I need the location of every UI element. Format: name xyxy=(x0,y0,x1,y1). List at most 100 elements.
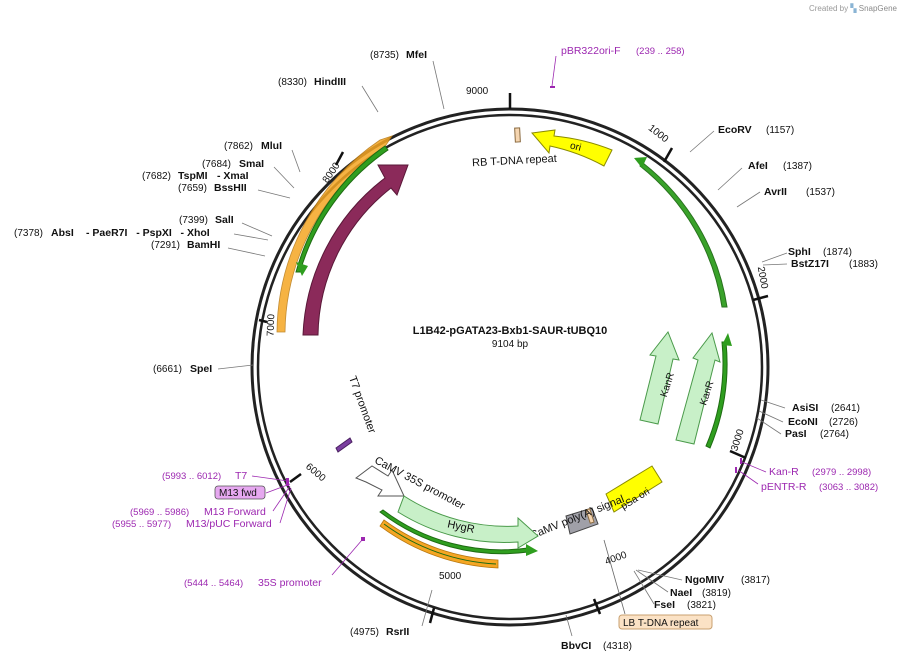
tick-8000 xyxy=(334,151,345,166)
site-absi-name[interactable]: AbsI xyxy=(51,227,74,239)
leader-absi xyxy=(233,233,269,241)
leader-asisi xyxy=(760,399,786,409)
primer-mark-35s xyxy=(361,537,365,541)
primer-m13puc-range: (5955 .. 5977) xyxy=(112,519,171,530)
site-rsrii-pos: (4975) xyxy=(350,627,379,638)
tick-6000 xyxy=(289,472,302,484)
site-pasi-name[interactable]: PasI xyxy=(785,428,807,440)
site-bamhi-name[interactable]: BamHI xyxy=(187,239,220,251)
primer-kanr-name[interactable]: Kan-R xyxy=(769,466,799,478)
tick-7000 xyxy=(258,318,268,324)
green-feature-arc-left[interactable] xyxy=(295,145,389,273)
site-bbvci-pos: (4318) xyxy=(603,641,632,652)
tick-4000 xyxy=(592,598,602,615)
primer-mark-m13 xyxy=(286,478,289,486)
tick-2000 xyxy=(752,294,769,302)
ori-arrow[interactable] xyxy=(531,129,613,167)
site-bsshii-pos: (7659) xyxy=(178,183,207,194)
site-hindiii-pos: (8330) xyxy=(278,77,307,88)
green-feature-arc-right[interactable] xyxy=(639,162,728,308)
plasmid-name: L1B42-pGATA23-Bxb1-SAUR-tUBQ10 xyxy=(413,325,608,337)
kanr-arrow-1[interactable] xyxy=(639,331,680,425)
site-hindiii-name[interactable]: HindIII xyxy=(314,76,346,88)
leader-pentr xyxy=(737,469,759,485)
site-ngomiv-name[interactable]: NgoMIV xyxy=(685,574,724,586)
hygr-arrow[interactable] xyxy=(397,495,539,549)
site-sali-pos: (7399) xyxy=(179,215,208,226)
orange-feature-arc-left[interactable] xyxy=(276,135,393,333)
created-by-text: Created by xyxy=(808,4,849,13)
site-asisi-name[interactable]: AsiSI xyxy=(792,402,818,414)
site-sphi-name[interactable]: SphI xyxy=(788,246,811,258)
bxb1-integrase-arrow[interactable] xyxy=(302,164,409,336)
ring-ticks xyxy=(258,93,769,624)
site-rsrii-name[interactable]: RsrII xyxy=(386,626,409,638)
polya-label: CaMV poly(A) signal xyxy=(529,493,626,542)
m13-fwd-box-label: M13 fwd xyxy=(219,488,257,499)
primer-mark-pentr xyxy=(735,467,737,473)
leader-ecorv xyxy=(689,130,715,153)
site-smai-name[interactable]: SmaI xyxy=(239,158,264,170)
psa-ori-feature[interactable] xyxy=(605,465,663,513)
plasmid-length: 9104 bp xyxy=(492,339,529,350)
leader-bstz17i xyxy=(762,263,788,266)
tick-3000 xyxy=(729,449,747,460)
site-spei-name[interactable]: SpeI xyxy=(190,363,212,375)
site-avrii-pos: (1537) xyxy=(806,187,835,198)
primer-m13puc-name[interactable]: M13/pUC Forward xyxy=(186,518,272,530)
primer-t7-name[interactable]: T7 xyxy=(235,470,247,482)
primer-pentr-range: (3063 .. 3082) xyxy=(819,482,878,493)
ori-label: ori xyxy=(569,140,582,153)
site-bsshii-name[interactable]: BssHII xyxy=(214,182,247,194)
site-mlui-pos: (7862) xyxy=(224,141,253,152)
rb-repeat-mark[interactable] xyxy=(514,127,521,143)
site-naei-name[interactable]: NaeI xyxy=(670,587,692,599)
site-ngomiv-pos: (3817) xyxy=(741,575,770,586)
tick-5000 xyxy=(428,607,436,624)
leader-sali xyxy=(241,222,273,237)
m13-fwd-box[interactable] xyxy=(214,485,266,500)
site-econi-name[interactable]: EcoNI xyxy=(788,416,818,428)
lb-repeat-leader xyxy=(603,539,626,615)
polya-mark-tan xyxy=(585,508,595,524)
site-afei-name[interactable]: AfeI xyxy=(748,160,768,172)
leader-bbvci xyxy=(565,614,573,637)
leader-hindiii xyxy=(361,85,379,113)
site-sali-name[interactable]: SalI xyxy=(215,214,234,226)
t7-promoter-mark[interactable] xyxy=(335,437,353,453)
site-pasi-pos: (2764) xyxy=(820,429,849,440)
tick-label-1000: 1000 xyxy=(646,123,671,146)
primer-m13forward-name[interactable]: M13 Forward xyxy=(204,506,266,518)
site-xmai-name[interactable]: - XmaI xyxy=(217,170,249,182)
site-fsei-name[interactable]: FseI xyxy=(654,599,675,611)
primer-35s-name[interactable]: 35S promoter xyxy=(258,577,322,589)
leader-spei xyxy=(217,364,254,370)
site-mfei-name[interactable]: MfeI xyxy=(406,49,427,61)
lb-repeat-box[interactable] xyxy=(618,614,713,630)
tick-label-7000: 7000 xyxy=(266,313,278,336)
site-bstz17i-name[interactable]: BstZ17I xyxy=(791,258,829,270)
site-avrii-name[interactable]: AvrII xyxy=(764,186,787,198)
primer-pentr-name[interactable]: pENTR-R xyxy=(761,481,807,493)
tick-label-5000: 5000 xyxy=(439,571,462,582)
leader-sphi xyxy=(761,252,788,263)
primer-pbr322-name[interactable]: pBR322ori-F xyxy=(561,45,621,57)
green-feature-arc-kanr[interactable] xyxy=(705,341,728,449)
site-bbvci-name[interactable]: BbvCI xyxy=(561,640,591,652)
green-kanr-arrowhead xyxy=(722,333,732,346)
leader-mlui xyxy=(291,149,301,173)
primer-m13forward-range: (5969 .. 5986) xyxy=(130,507,189,518)
site-absi-rest[interactable]: - PaeR7I - PspXI - XhoI xyxy=(86,227,210,239)
site-mfei-pos: (8735) xyxy=(370,50,399,61)
green-thin-bottom xyxy=(383,523,497,565)
hygr-label: HygR xyxy=(446,518,475,535)
snapgene-brand: SnapGene xyxy=(858,4,897,13)
kanr-arrow-2[interactable] xyxy=(675,331,721,445)
leader-fsei xyxy=(633,570,655,605)
primer-pbr322-range: (239 .. 258) xyxy=(636,46,685,57)
site-ecorv-name[interactable]: EcoRV xyxy=(718,124,752,136)
primer-mark-pbr322 xyxy=(550,86,555,88)
site-tspmi-name[interactable]: TspMI xyxy=(178,170,208,182)
site-mlui-name[interactable]: MluI xyxy=(261,140,282,152)
